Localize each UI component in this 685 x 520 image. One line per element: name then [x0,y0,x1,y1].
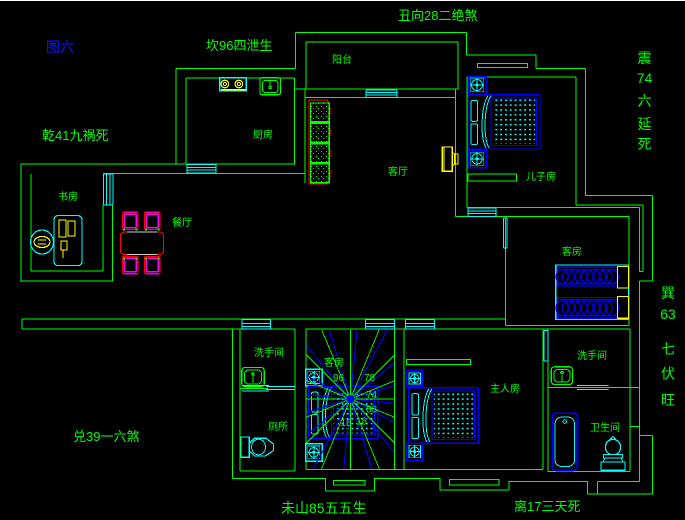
svg-text:74: 74 [366,390,378,401]
svg-text:客房: 客房 [562,245,582,258]
svg-text:乾41九祸死: 乾41九祸死 [42,128,108,143]
svg-text:15: 15 [341,418,353,429]
svg-text:阳台: 阳台 [332,53,352,66]
svg-text:离17三天死: 离17三天死 [514,499,580,514]
svg-text:伏: 伏 [661,366,675,382]
svg-text:巽: 巽 [661,285,675,301]
svg-text:儿子房: 儿子房 [526,170,556,183]
svg-text:图六: 图六 [46,39,74,55]
svg-text:兑39一六煞: 兑39一六煞 [73,429,139,444]
svg-text:96: 96 [333,373,345,384]
svg-text:63: 63 [660,306,676,322]
svg-text:63: 63 [366,405,378,416]
svg-text:七: 七 [661,341,675,357]
svg-text:厨房: 厨房 [253,128,273,141]
svg-text:餐厅: 餐厅 [172,216,192,229]
svg-text:延: 延 [638,116,652,132]
svg-text:书房: 书房 [58,190,78,203]
svg-text:震: 震 [638,50,652,66]
svg-text:洗手间: 洗手间 [254,346,284,359]
svg-text:洗手间: 洗手间 [577,349,607,362]
svg-text:未山85五五生: 未山85五五生 [281,500,367,516]
svg-text:坎96四泄生: 坎96四泄生 [206,38,272,53]
svg-text:74: 74 [637,70,653,86]
svg-text:死: 死 [638,136,652,152]
svg-text:厕所: 厕所 [268,421,288,433]
svg-text:主人房: 主人房 [490,382,520,395]
svg-text:六: 六 [638,93,652,109]
svg-text:18: 18 [356,417,368,428]
svg-text:旺: 旺 [661,392,675,408]
svg-text:客厅: 客厅 [388,165,408,178]
svg-text:客房: 客房 [324,356,344,369]
svg-text:丑向28二绝煞: 丑向28二绝煞 [398,8,477,23]
svg-text:卫生间: 卫生间 [590,421,620,434]
svg-text:78: 78 [364,373,376,384]
